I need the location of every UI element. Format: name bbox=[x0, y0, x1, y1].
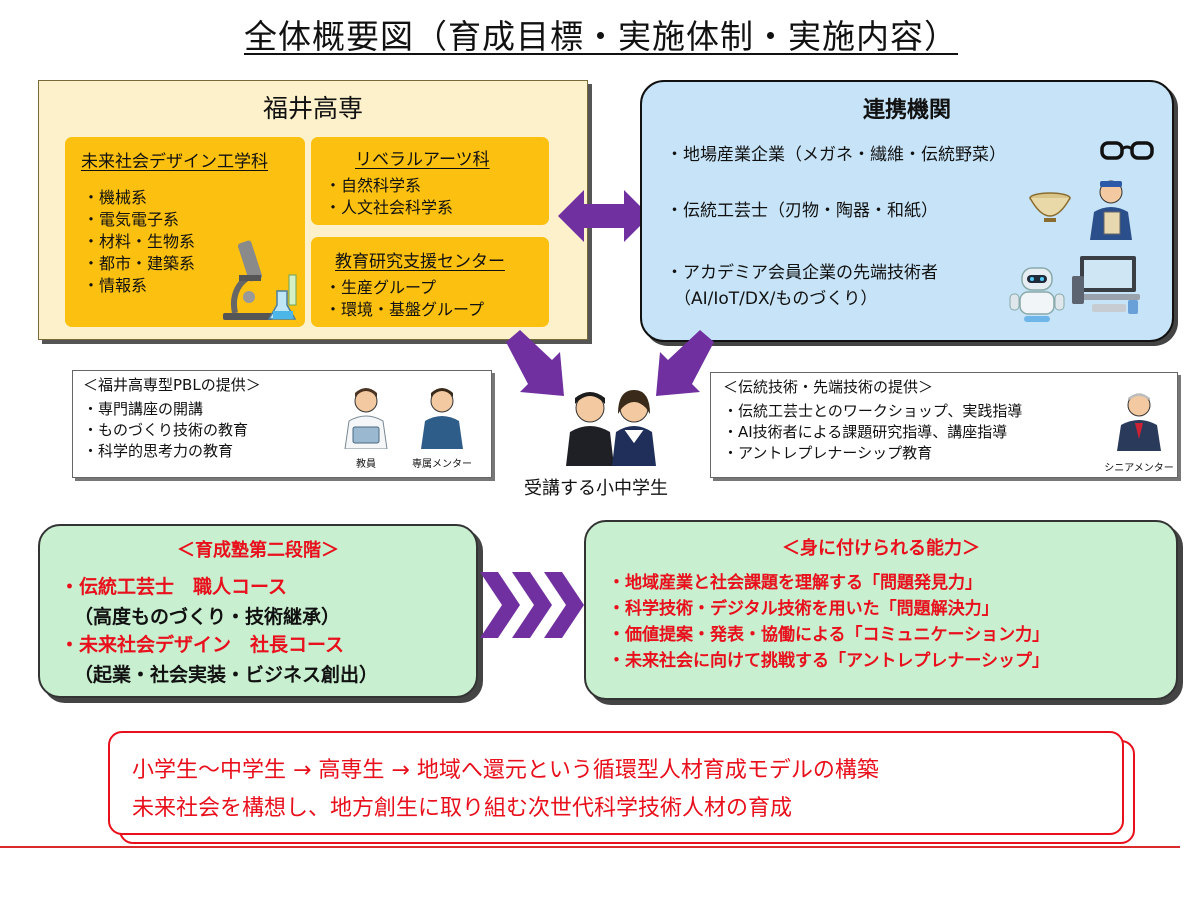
list-item: ・アントレプレナーシップ教育 bbox=[723, 444, 933, 462]
fukui-kosen-box: 福井高専 未来社会デザイン工学科 ・機械系 ・電気電子系 ・材料・生物系 ・都市… bbox=[38, 80, 588, 340]
list-item: ・伝統工芸士とのワークショップ、実践指導 bbox=[723, 402, 1023, 420]
list-item: ・価値提案・発表・協働による「コミュニケーション力」 bbox=[608, 625, 1050, 645]
list-item: ・都市・建築系 bbox=[83, 254, 196, 273]
stage2-box: ＜育成塾第二段階＞ ・伝統工芸士 職人コース （高度ものづくり・技術継承） ・未… bbox=[38, 524, 478, 698]
mentor-icon bbox=[421, 388, 463, 449]
list-item: ・環境・基盤グループ bbox=[325, 300, 485, 319]
senior-mentor-icon bbox=[1117, 393, 1161, 451]
partner-row-craftsmen: ・伝統工芸士（刃物・陶器・和紙） bbox=[666, 201, 938, 221]
down-arrow-icon bbox=[656, 330, 714, 396]
bottom-divider bbox=[0, 846, 1180, 848]
tech-offer-box: ＜伝統技術・先端技術の提供＞ ・伝統工芸士とのワークショップ、実践指導 ・AI技… bbox=[710, 372, 1178, 478]
stage2-course-craftsman: ・伝統工芸士 職人コース bbox=[60, 576, 288, 598]
chevron-right-icon bbox=[480, 572, 584, 638]
list-item: ・生産グループ bbox=[325, 278, 437, 297]
list-item: ・地域産業と社会課題を理解する「問題発見力」 bbox=[608, 573, 982, 593]
list-item: ・人文社会科学系 bbox=[325, 198, 454, 217]
list-item: ・機械系 bbox=[83, 188, 148, 207]
partner-institutions-title: 連携機関 bbox=[862, 98, 951, 123]
research-center-heading: 教育研究支援センター bbox=[335, 252, 505, 272]
bowl-icon bbox=[1029, 192, 1071, 222]
teacher-icon bbox=[344, 388, 388, 449]
list-item: ・材料・生物系 bbox=[83, 232, 196, 251]
list-item: ・未来社会に向けて挑戦する「アントレプレナーシップ」 bbox=[608, 651, 1049, 671]
computer-icon bbox=[1072, 256, 1140, 314]
pbl-offer-list: ・専門講座の開講 ・ものづくり技術の教育 ・科学的思考力の教育 bbox=[83, 399, 248, 462]
list-item: ・情報系 bbox=[83, 276, 148, 295]
down-arrow-icon bbox=[506, 330, 564, 396]
students-icon bbox=[566, 390, 656, 466]
list-item: ・ものづくり技術の教育 bbox=[83, 421, 249, 439]
tech-offer-heading: ＜伝統技術・先端技術の提供＞ bbox=[723, 378, 934, 396]
teacher-caption: 教員 bbox=[356, 459, 376, 470]
partner-institutions-box: 連携機関 ・地場産業企業（メガネ・繊維・伝統野菜） ・伝統工芸士（刃物・陶器・和… bbox=[640, 80, 1174, 342]
craftsman-icon bbox=[1090, 180, 1132, 240]
senior-mentor-caption: シニアメンター bbox=[1104, 463, 1174, 474]
mirai-dept-list: ・機械系 ・電気電子系 ・材料・生物系 ・都市・建築系 ・情報系 bbox=[83, 187, 195, 297]
students-caption: 受講する小中学生 bbox=[524, 478, 668, 499]
summary-line-1: 小学生〜中学生 → 高専生 → 地域へ還元という循環型人材育成モデルの構築 bbox=[132, 758, 879, 783]
abilities-list: ・地域産業と社会課題を理解する「問題発見力」 ・科学技術・デジタル技術を用いた「… bbox=[608, 570, 1049, 674]
mentor-caption: 専属メンター bbox=[412, 459, 472, 470]
summary-line-2: 未来社会を構想し、地方創生に取り組む次世代科学技術人材の育成 bbox=[132, 796, 793, 821]
abilities-heading: ＜身に付けられる能力＞ bbox=[782, 538, 980, 559]
liberal-arts-list: ・自然科学系 ・人文社会科学系 bbox=[325, 175, 453, 219]
stage2-course-president: ・未来社会デザイン 社長コース bbox=[60, 634, 345, 656]
fukui-kosen-title: 福井高専 bbox=[262, 94, 363, 123]
microscope-icon bbox=[223, 240, 297, 320]
partner-row-academia: ・アカデミア会員企業の先端技術者 bbox=[666, 263, 938, 283]
list-item: ・自然科学系 bbox=[325, 176, 422, 195]
research-center-list: ・生産グループ ・環境・基盤グループ bbox=[325, 277, 484, 321]
stage2-heading: ＜育成塾第二段階＞ bbox=[177, 540, 339, 561]
partner-row-academia-fields: （AI/IoT/DX/ものづくり） bbox=[674, 289, 878, 309]
list-item: ・AI技術者による課題研究指導、講座指導 bbox=[723, 423, 1008, 441]
list-item: ・科学技術・デジタル技術を用いた「問題解決力」 bbox=[608, 599, 999, 619]
glasses-icon bbox=[1100, 141, 1154, 160]
research-center-box: 教育研究支援センター ・生産グループ ・環境・基盤グループ bbox=[311, 237, 549, 327]
stage2-course-craftsman-detail: （高度ものづくり・技術継承） bbox=[74, 606, 341, 628]
partner-row-local-industry: ・地場産業企業（メガネ・繊維・伝統野菜） bbox=[666, 145, 1006, 165]
list-item: ・科学的思考力の教育 bbox=[83, 442, 234, 460]
summary-banner bbox=[108, 731, 1124, 835]
pbl-offer-heading: ＜福井高専型PBLの提供＞ bbox=[83, 376, 261, 394]
stage2-course-president-detail: （起業・社会実装・ビジネス創出） bbox=[74, 664, 379, 686]
liberal-arts-box: リベラルアーツ科 ・自然科学系 ・人文社会科学系 bbox=[311, 137, 549, 225]
double-arrow-icon bbox=[558, 190, 650, 242]
liberal-arts-heading: リベラルアーツ科 bbox=[355, 150, 490, 170]
robot-icon bbox=[1009, 267, 1065, 322]
abilities-box: ＜身に付けられる能力＞ ・地域産業と社会課題を理解する「問題発見力」 ・科学技術… bbox=[584, 520, 1178, 700]
mirai-dept-heading: 未来社会デザイン工学科 bbox=[81, 152, 268, 172]
page-title: 全体概要図（育成目標・実施体制・実施内容） bbox=[244, 17, 958, 56]
mirai-dept-box: 未来社会デザイン工学科 ・機械系 ・電気電子系 ・材料・生物系 ・都市・建築系 … bbox=[65, 137, 305, 327]
pbl-offer-box: ＜福井高専型PBLの提供＞ ・専門講座の開講 ・ものづくり技術の教育 ・科学的思… bbox=[72, 370, 492, 478]
list-item: ・専門講座の開講 bbox=[83, 400, 204, 418]
list-item: ・電気電子系 bbox=[83, 210, 180, 229]
tech-offer-list: ・伝統工芸士とのワークショップ、実践指導 ・AI技術者による課題研究指導、講座指… bbox=[723, 401, 1022, 464]
